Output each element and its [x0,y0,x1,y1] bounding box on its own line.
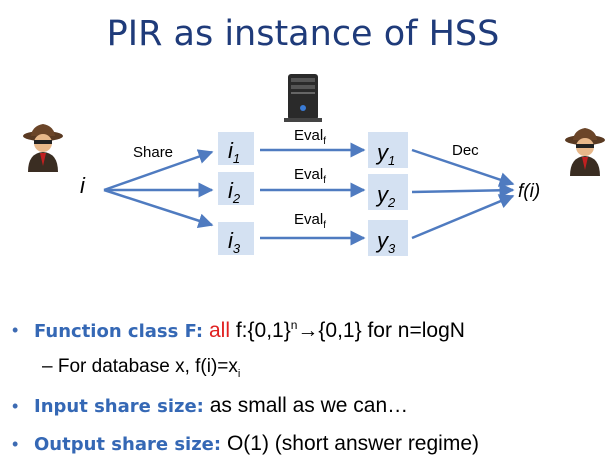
input-variable: i [80,173,86,198]
hss-diagram: i Share i1 i2 i3 Evalf Evalf Evalf y1 y2… [0,0,606,300]
bullet-database-sub: – For database x, f(i)=xi [42,356,240,380]
output-result: f(i) [518,181,540,202]
client-spy-icon [23,124,63,172]
dec-arrow-2 [412,190,513,192]
server-spy-icon [565,128,605,176]
eval-label-1: Evalf [294,127,326,147]
server-icon [284,74,322,122]
share-label: Share [133,144,173,161]
dec-label: Dec [452,142,479,159]
eval-label-3: Evalf [294,211,326,231]
eval-label-2: Evalf [294,166,326,186]
dec-arrow-3 [412,196,513,238]
share-arrow-3 [104,190,212,225]
